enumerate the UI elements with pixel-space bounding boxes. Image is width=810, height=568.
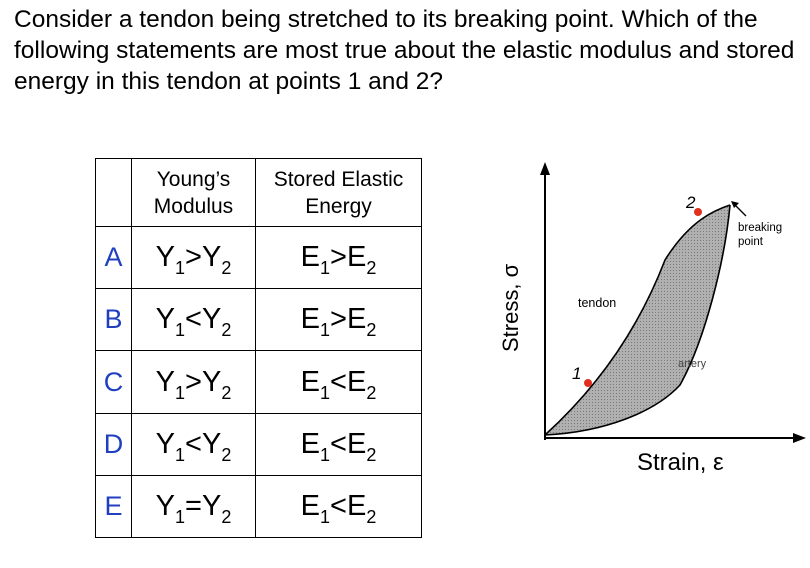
energy-cell: E1<E2 bbox=[255, 350, 422, 414]
y-axis-label: Stress, σ bbox=[498, 263, 523, 352]
point-2-marker bbox=[694, 208, 702, 216]
stress-strain-diagram: 1 2 tendon artery breaking point Strain,… bbox=[498, 162, 806, 476]
energy-cell: E1<E2 bbox=[255, 474, 422, 539]
breaking-point-label-line2: point bbox=[738, 236, 764, 248]
question-text: Consider a tendon being stretched to its… bbox=[14, 6, 795, 95]
option-letter[interactable]: D bbox=[95, 412, 132, 476]
breaking-point-label-line1: breaking bbox=[738, 222, 782, 234]
youngs-cell: Y1>Y2 bbox=[131, 350, 256, 414]
breaking-point-arrowhead-icon bbox=[731, 201, 739, 208]
answer-row-c: C Y1>Y2 E1<E2 bbox=[95, 350, 422, 414]
youngs-relation: Y1<Y2 bbox=[155, 427, 232, 465]
energy-relation: E1>E2 bbox=[300, 241, 377, 279]
x-axis-label: Strain, ε bbox=[637, 449, 724, 476]
x-axis-arrow-icon bbox=[793, 433, 806, 443]
youngs-cell: Y1<Y2 bbox=[131, 412, 256, 476]
table-header-row: Young’s Modulus Stored Elastic Energy bbox=[95, 157, 422, 228]
answer-row-d: D Y1<Y2 E1<E2 bbox=[95, 412, 422, 476]
artery-label: artery bbox=[678, 358, 707, 370]
youngs-cell: Y1>Y2 bbox=[131, 226, 256, 290]
artery-curve bbox=[544, 204, 731, 436]
youngs-relation: Y1>Y2 bbox=[155, 365, 232, 403]
point-1-label: 1 bbox=[572, 364, 581, 383]
youngs-cell: Y1=Y2 bbox=[131, 474, 256, 539]
energy-relation: E1>E2 bbox=[300, 303, 377, 341]
y-axis-arrow-icon bbox=[540, 162, 550, 175]
youngs-cell: Y1<Y2 bbox=[131, 288, 256, 352]
answer-row-a: A Y1>Y2 E1>E2 bbox=[95, 226, 422, 290]
energy-relation: E1<E2 bbox=[300, 489, 377, 527]
energy-cell: E1<E2 bbox=[255, 412, 422, 476]
youngs-relation: Y1<Y2 bbox=[155, 303, 232, 341]
point-1-marker bbox=[584, 379, 592, 387]
header-blank bbox=[95, 157, 132, 228]
energy-cell: E1>E2 bbox=[255, 226, 422, 290]
option-letter[interactable]: C bbox=[95, 350, 132, 414]
header-stored-elastic-energy: Stored Elastic Energy bbox=[255, 157, 422, 228]
point-2-label: 2 bbox=[685, 193, 696, 212]
breaking-point-arrow bbox=[734, 204, 747, 217]
energy-cell: E1>E2 bbox=[255, 288, 422, 352]
youngs-relation: Y1=Y2 bbox=[155, 489, 232, 527]
option-letter[interactable]: E bbox=[95, 474, 132, 539]
energy-relation: E1<E2 bbox=[300, 365, 377, 403]
youngs-relation: Y1>Y2 bbox=[155, 241, 232, 279]
answer-row-b: B Y1<Y2 E1>E2 bbox=[95, 288, 422, 352]
header-youngs-modulus: Young’s Modulus bbox=[131, 157, 256, 228]
option-letter[interactable]: A bbox=[95, 226, 132, 290]
answer-row-e: E Y1=Y2 E1<E2 bbox=[95, 474, 422, 539]
option-letter[interactable]: B bbox=[95, 288, 132, 352]
tendon-curve bbox=[544, 204, 731, 436]
tendon-label: tendon bbox=[578, 296, 616, 310]
energy-relation: E1<E2 bbox=[300, 427, 377, 465]
